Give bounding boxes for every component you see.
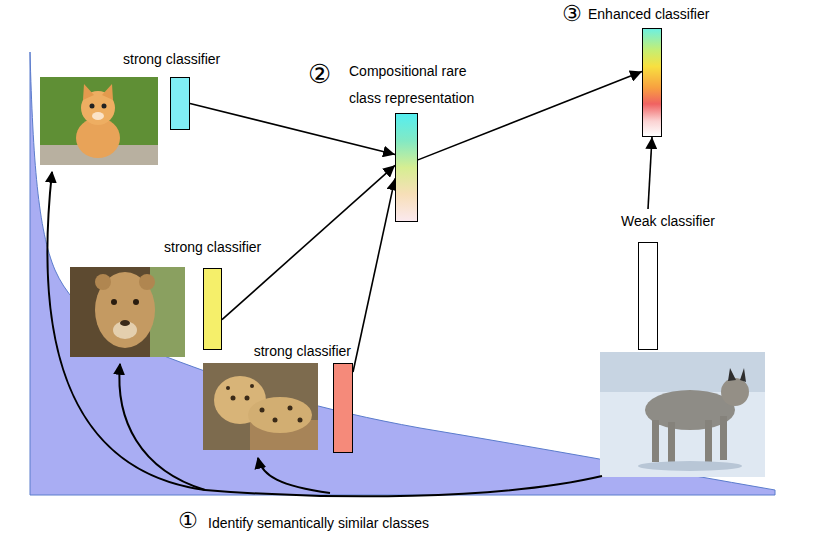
classifier-bar: Enhanced classifier xyxy=(642,28,662,137)
lynx-ears xyxy=(728,368,746,382)
classifier-bar: strong classifier xyxy=(170,77,190,130)
cat-ears xyxy=(83,84,113,100)
cheetah-spots xyxy=(226,384,303,423)
similarity-arrow xyxy=(119,364,205,490)
photo-ground xyxy=(203,363,318,450)
classifier-bar: strong classifier xyxy=(333,363,353,453)
lynx-head xyxy=(721,378,749,406)
photo-ground xyxy=(40,77,158,165)
callout-number: ① xyxy=(178,509,198,533)
flow-arrow xyxy=(190,104,395,155)
lynx-leg xyxy=(652,420,659,462)
lion-eye xyxy=(133,299,139,305)
cat-eye xyxy=(102,104,107,109)
photo-ground xyxy=(600,352,765,477)
similarity-arrow xyxy=(47,172,205,490)
classifier-heading: strong classifier xyxy=(254,343,351,359)
lynx-leg xyxy=(668,422,675,462)
step-label: Identify semantically similar classes xyxy=(208,515,429,531)
classifier-bar: strong classifier xyxy=(203,268,222,350)
photo-ground xyxy=(70,267,185,357)
cat-muzzle xyxy=(92,112,104,120)
lynx-photo xyxy=(600,352,765,477)
classifier-heading: strong classifier xyxy=(164,239,261,255)
similarity-arrows xyxy=(47,172,602,496)
similarity-arrow xyxy=(258,458,330,493)
classifier-heading: strong classifier xyxy=(123,51,220,67)
lynx-leg xyxy=(705,420,712,462)
lion-ear xyxy=(95,274,111,290)
cheetah-body xyxy=(248,397,312,433)
lion-nose xyxy=(120,320,130,326)
lion-photo xyxy=(70,267,185,357)
lion-ear xyxy=(139,274,155,290)
lion-head xyxy=(95,272,155,348)
classifier-bar: Weak classifier xyxy=(638,242,658,350)
classifier-heading: Enhanced classifier xyxy=(588,6,709,22)
cat-eye xyxy=(90,104,95,109)
lion-eye xyxy=(111,299,117,305)
long-tail-distribution xyxy=(30,52,775,495)
flow-arrow xyxy=(353,178,395,372)
flow-arrow xyxy=(418,72,642,160)
lynx-leg xyxy=(720,416,727,460)
classifier-heading: Weak classifier xyxy=(621,213,715,229)
similarity-arrow xyxy=(205,476,602,496)
callout-number: ③ xyxy=(562,2,582,26)
callout-number: ② xyxy=(308,60,331,88)
classifier-bar: Compositional rare class representation xyxy=(395,113,418,222)
flow-arrow xyxy=(648,137,652,209)
lynx-shadow xyxy=(638,461,742,471)
cheetah-photo xyxy=(203,363,318,450)
classifier-heading: Compositional rare class representation xyxy=(349,58,499,112)
cat-photo xyxy=(40,77,158,165)
lion-muzzle xyxy=(113,321,137,339)
photo-ground xyxy=(150,267,185,357)
